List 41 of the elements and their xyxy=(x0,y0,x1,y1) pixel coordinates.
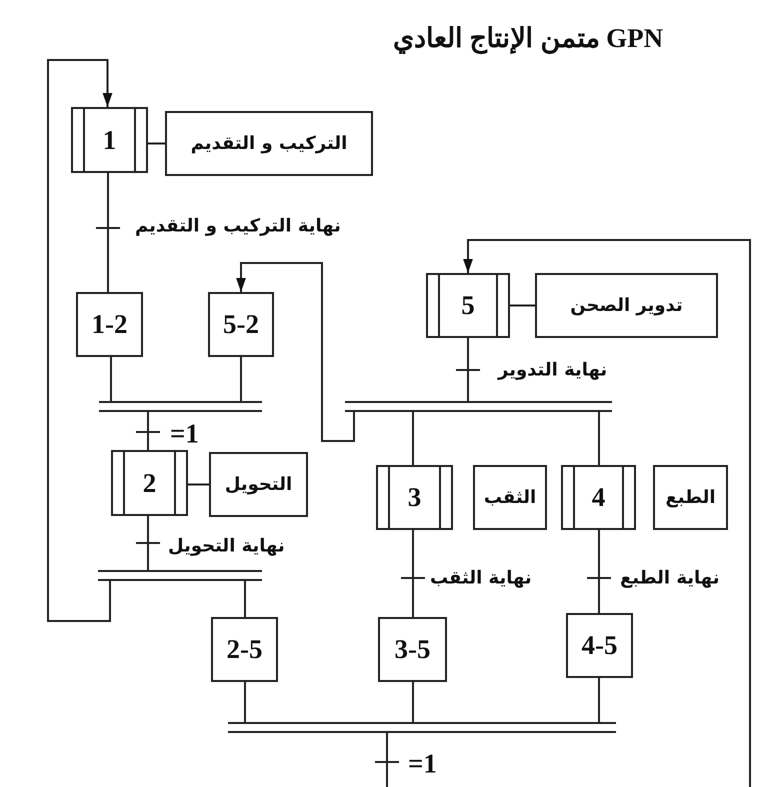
step-box: 5-2 xyxy=(208,292,274,357)
arrow xyxy=(463,239,751,787)
synchronization-bar xyxy=(99,401,262,412)
step-box: 4-5 xyxy=(566,613,633,678)
step-box: 3-5 xyxy=(378,617,447,682)
connector-line xyxy=(110,357,112,401)
connector-line xyxy=(244,581,246,617)
transition-line xyxy=(135,515,161,571)
macro-step-box: 5 xyxy=(426,273,510,338)
step-box: 2-5 xyxy=(211,617,278,682)
connector-line xyxy=(412,412,414,465)
action-box: الطبع xyxy=(653,465,728,530)
action-box: تدوير الصحن xyxy=(535,273,718,338)
title: متمن الإنتاج العادي GPN xyxy=(392,22,664,54)
action-box: التركيب و التقديم xyxy=(165,111,373,176)
synchronization-bar xyxy=(228,722,616,733)
connector-line xyxy=(412,682,414,722)
action-box: الثقب xyxy=(473,465,547,530)
synchronization-bar xyxy=(345,401,612,412)
transition-line xyxy=(135,411,161,451)
transition-line xyxy=(400,529,426,618)
connector-line xyxy=(148,142,165,144)
arrow xyxy=(236,262,355,442)
transition-line xyxy=(374,732,400,787)
synchronization-bar xyxy=(98,570,262,581)
transition-line xyxy=(95,172,121,293)
connector-line xyxy=(510,304,535,306)
connector-line xyxy=(188,484,209,486)
arrow xyxy=(47,59,112,622)
transition-line xyxy=(586,529,612,614)
transition-line xyxy=(455,337,481,402)
connector-line xyxy=(244,682,246,722)
macro-step-box: 4 xyxy=(561,465,636,530)
connector-line xyxy=(598,412,600,465)
step-box: 1-2 xyxy=(76,292,143,357)
macro-step-box: 1 xyxy=(71,107,148,173)
action-box: التحويل xyxy=(209,452,308,517)
connector-line xyxy=(598,678,600,722)
connector-line xyxy=(240,357,242,401)
macro-step-box: 2 xyxy=(111,450,188,516)
macro-step-box: 3 xyxy=(376,465,453,530)
